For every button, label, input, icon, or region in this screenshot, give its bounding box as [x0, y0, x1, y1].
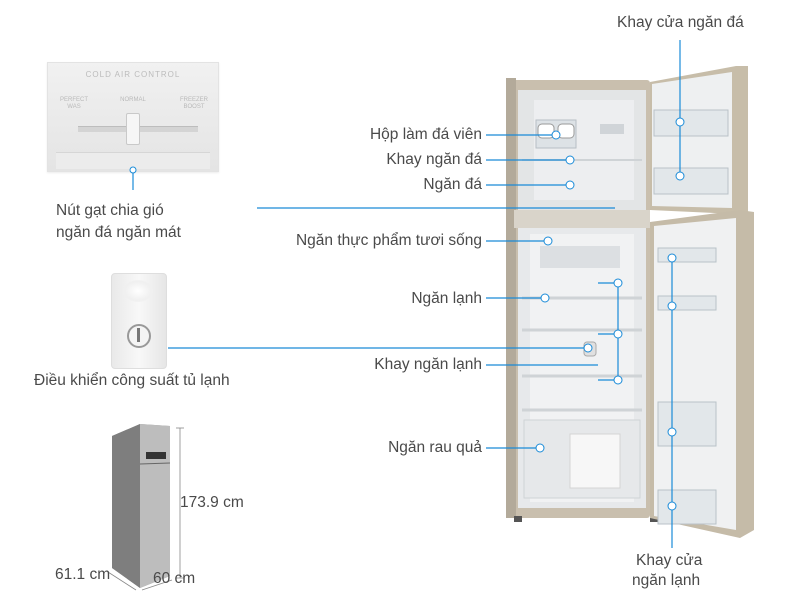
depth-dimension: 61.1 cm	[55, 566, 111, 583]
cold-air-label-center: NORMAL	[120, 97, 146, 103]
cold-air-label-left: PERFECT WAS	[59, 97, 88, 110]
power-control-dial	[127, 324, 151, 348]
fridge-open-illustration	[506, 66, 754, 538]
label-crisper: Ngăn rau quả	[388, 439, 482, 456]
power-control-light	[123, 280, 153, 302]
power-control-photo	[111, 273, 167, 369]
label-fresh-food: Ngăn thực phẩm tươi sống	[295, 232, 482, 249]
width-dimension: 60 cm	[153, 570, 196, 587]
cold-air-label-right: FREEZER BOOST	[179, 97, 208, 110]
label-ice-cube-box: Hộp làm đá viên	[369, 126, 482, 143]
cold-air-panel-lip	[56, 152, 210, 169]
label-freezer-compartment: Ngăn đá	[423, 176, 482, 193]
cold-air-control-photo: COLD AIR CONTROL PERFECT WAS NORMAL FREE…	[47, 62, 219, 172]
cold-air-slider-knob	[126, 113, 140, 145]
label-freezer-tray: Khay ngăn đá	[386, 151, 482, 168]
label-fridge-tray: Khay ngăn lạnh	[374, 356, 482, 373]
label-freezer-door-tray: Khay cửa ngăn đá	[617, 14, 744, 31]
cold-air-caption-line1: Nút gạt chia gió	[56, 202, 164, 219]
cold-air-control-title: COLD AIR CONTROL	[85, 70, 181, 79]
height-dimension: 173.9 cm	[180, 494, 244, 511]
label-fridge-door-tray-line2: ngăn lạnh	[632, 572, 701, 589]
label-fridge-door-tray-line1: Khay cửa	[636, 552, 703, 569]
fridge-dimension-thumbnail	[107, 424, 184, 591]
cold-air-caption-line2: ngăn đá ngăn mát	[56, 224, 181, 241]
label-fridge-compartment: Ngăn lạnh	[411, 290, 482, 307]
power-control-caption: Điều khiển công suất tủ lạnh	[34, 372, 230, 389]
